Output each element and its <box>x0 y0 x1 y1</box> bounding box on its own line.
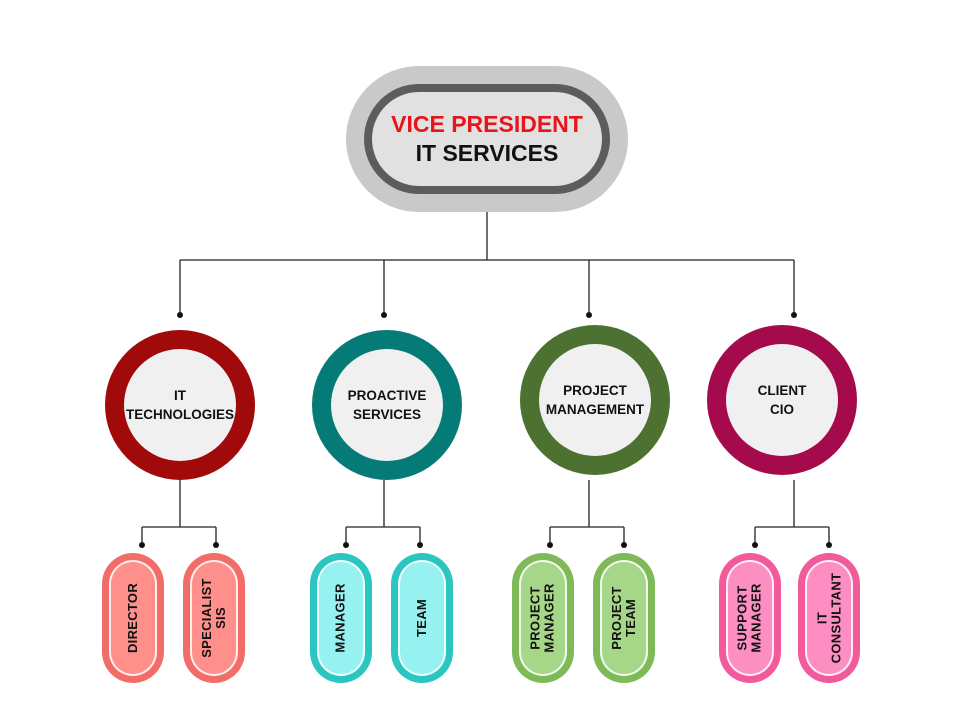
connector-dot <box>791 312 797 318</box>
role-label: PROJECT TEAM <box>609 586 639 650</box>
role-label-line: DIRECTOR <box>125 582 140 654</box>
dept-label-line: PROACTIVE <box>347 388 427 403</box>
role-label: PROJECT MANAGER <box>528 583 558 653</box>
role-node-specialist-sis: SPECIALIST SIS <box>183 553 245 683</box>
branch-client-cio <box>754 480 830 545</box>
dept-label-line: PROJECT <box>563 383 627 398</box>
connector-dot <box>621 542 627 548</box>
dept-node-it-technologies: IT TECHNOLOGIES <box>105 330 255 480</box>
role-label-line: IT <box>814 611 829 625</box>
dept-node-client-cio: CLIENT CIO <box>707 325 857 475</box>
connector-dot <box>826 542 832 548</box>
connector-dot <box>343 542 349 548</box>
dept-node-label: PROJECT MANAGEMENT <box>539 344 651 456</box>
connector-dot <box>213 542 219 548</box>
role-label-line: MANAGER <box>749 583 765 653</box>
dept-label-line: MANAGEMENT <box>545 402 645 417</box>
dept-label-line: IT <box>174 388 186 403</box>
connector-dot <box>177 312 183 318</box>
dept-node-label: IT TECHNOLOGIES <box>124 349 236 461</box>
role-label-line: MANAGER <box>542 583 558 653</box>
connector-dot <box>381 312 387 318</box>
role-node-team: TEAM <box>391 553 453 683</box>
dept-label-line: TECHNOLOGIES <box>125 407 234 422</box>
role-node-it-consultant: IT CONSULTANT <box>798 553 860 683</box>
role-label: IT CONSULTANT <box>814 572 843 664</box>
role-label-line: SIS <box>213 607 229 629</box>
connector-dot <box>139 542 145 548</box>
role-node-project-team: PROJECT TEAM <box>593 553 655 683</box>
connector-dot <box>547 542 553 548</box>
root-node-inner: VICE PRESIDENT IT SERVICES <box>372 92 602 186</box>
root-subtitle: IT SERVICES <box>415 140 559 166</box>
dept-node-label: PROACTIVE SERVICES <box>331 349 443 461</box>
dept-label-line: CLIENT <box>757 383 807 398</box>
connector-dot <box>752 542 758 548</box>
branch-proactive-services <box>345 480 421 545</box>
root-node: VICE PRESIDENT IT SERVICES <box>346 66 628 212</box>
root-title: VICE PRESIDENT <box>391 111 583 137</box>
dept-label-line: CIO <box>769 402 794 417</box>
role-label-line: CONSULTANT <box>828 572 843 664</box>
role-label: DIRECTOR <box>125 582 140 654</box>
dept-node-project-management: PROJECT MANAGEMENT <box>520 325 670 475</box>
root-node-ring: VICE PRESIDENT IT SERVICES <box>364 84 610 194</box>
role-label: SPECIALIST SIS <box>199 578 229 658</box>
role-node-support-manager: SUPPORT MANAGER <box>719 553 781 683</box>
role-label-line: TEAM <box>414 598 429 638</box>
branch-it-technologies <box>141 480 217 545</box>
role-label: MANAGER <box>333 583 349 653</box>
role-node-project-manager: PROJECT MANAGER <box>512 553 574 683</box>
role-label: SUPPORT MANAGER <box>735 583 765 653</box>
connector-dot <box>417 542 423 548</box>
role-label-line: TEAM <box>623 598 639 638</box>
dept-node-label: CLIENT CIO <box>726 344 838 456</box>
branch-project-management <box>549 480 625 545</box>
role-label: TEAM <box>414 598 429 638</box>
dept-node-proactive-services: PROACTIVE SERVICES <box>312 330 462 480</box>
role-node-director: DIRECTOR <box>102 553 164 683</box>
connector-dot <box>586 312 592 318</box>
dept-label-line: SERVICES <box>352 407 422 422</box>
role-node-manager: MANAGER <box>310 553 372 683</box>
role-label-line: MANAGER <box>333 583 349 653</box>
